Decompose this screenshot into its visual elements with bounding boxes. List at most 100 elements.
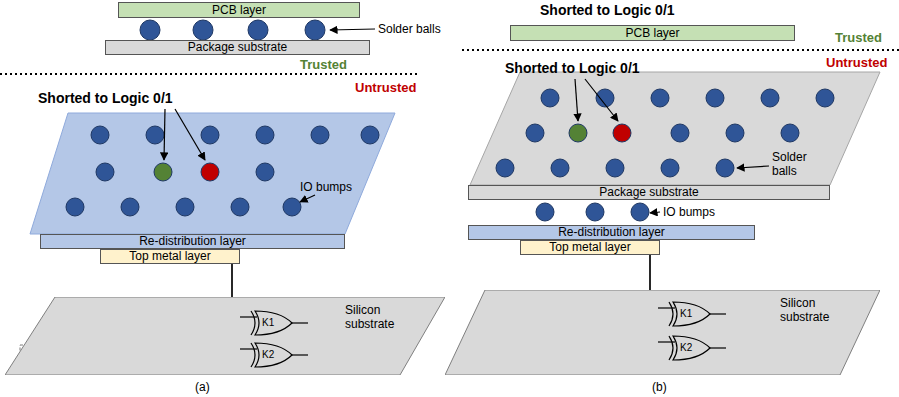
annotation: Trusted bbox=[835, 30, 882, 46]
solder-ball bbox=[361, 126, 379, 144]
substrate-shape bbox=[445, 290, 880, 375]
silicon-substrate: Silicon substrate K1K2 bbox=[445, 290, 880, 375]
layer-name: PCB layer bbox=[212, 4, 266, 17]
gate-output bbox=[292, 354, 308, 355]
gate-input bbox=[240, 316, 257, 317]
part-label: IO bumps bbox=[300, 180, 352, 194]
substrate-shape bbox=[5, 297, 445, 375]
annotation: Shorted to Logic 0/1 bbox=[505, 60, 640, 77]
solder-ball bbox=[248, 20, 268, 40]
solder-ball bbox=[726, 124, 744, 142]
solder-ball bbox=[154, 163, 172, 181]
io-bump-plane bbox=[30, 113, 395, 234]
gate-input bbox=[240, 348, 257, 349]
solder-ball bbox=[193, 20, 213, 40]
solder-ball bbox=[781, 124, 799, 142]
solder-ball bbox=[66, 198, 84, 216]
annotation: Shorted to Logic 0/1 bbox=[38, 90, 173, 107]
layer-name: Re-distribution layer bbox=[139, 235, 246, 248]
layer-name: Silicon substrate bbox=[780, 296, 838, 324]
solder-ball bbox=[231, 198, 249, 216]
annotation: Trusted bbox=[300, 57, 347, 73]
trust-boundary bbox=[462, 49, 899, 51]
part-label: (a) bbox=[195, 380, 210, 394]
part-label: Solder balls bbox=[378, 22, 441, 36]
leader-arrow bbox=[585, 79, 618, 121]
leader-arrow bbox=[175, 109, 205, 160]
leader-arrow bbox=[650, 212, 660, 213]
annotation: Untrusted bbox=[355, 80, 416, 96]
layer-box: Package substrate bbox=[105, 40, 370, 55]
solder-ball bbox=[176, 198, 194, 216]
solder-ball bbox=[283, 198, 301, 216]
solder-ball bbox=[201, 163, 219, 181]
layer-box: Package substrate bbox=[468, 185, 830, 200]
layer-box: PCB layer bbox=[510, 25, 795, 41]
layer-box: Re-distribution layer bbox=[468, 225, 755, 240]
layer-name: Package substrate bbox=[599, 186, 698, 199]
solder-ball bbox=[761, 89, 779, 107]
layer-name: Silicon substrate bbox=[345, 303, 403, 331]
gate-body bbox=[673, 336, 710, 360]
annotation: Untrusted bbox=[826, 55, 887, 71]
part-label: (b) bbox=[652, 380, 667, 394]
solder-ball bbox=[256, 126, 274, 144]
solder-ball bbox=[201, 126, 219, 144]
solder-ball bbox=[526, 124, 544, 142]
solder-ball bbox=[140, 20, 160, 40]
xor-gate: K2 bbox=[250, 343, 292, 367]
solder-ball bbox=[541, 89, 559, 107]
solder-ball bbox=[496, 159, 514, 177]
gate-output bbox=[292, 322, 308, 323]
leader-arrow bbox=[330, 29, 375, 30]
annotation: Shorted to Logic 0/1 bbox=[540, 2, 675, 19]
layer-name: PCB layer bbox=[625, 27, 679, 40]
leader-arrow bbox=[575, 79, 578, 121]
solder-ball bbox=[146, 126, 164, 144]
gate-body bbox=[673, 302, 710, 326]
key-gate-name: K2 bbox=[680, 342, 692, 354]
solder-ball bbox=[606, 159, 624, 177]
solder-ball bbox=[96, 163, 114, 181]
layer-name: Top metal layer bbox=[129, 250, 210, 263]
silicon-substrate: Silicon substrateK1K2 bbox=[5, 297, 445, 375]
solder-ball bbox=[816, 89, 834, 107]
layer-name: Re-distribution layer bbox=[558, 226, 665, 239]
key-gate-name: K1 bbox=[262, 317, 274, 329]
gate-body bbox=[255, 311, 292, 335]
gate-back-arc bbox=[669, 302, 673, 326]
solder-ball bbox=[631, 203, 649, 221]
solder-ball bbox=[91, 126, 109, 144]
gate-back-arc bbox=[669, 336, 673, 360]
trust-boundary bbox=[0, 73, 420, 75]
solder-ball bbox=[706, 89, 724, 107]
solder-ball bbox=[256, 163, 274, 181]
gate-back-arc bbox=[251, 311, 255, 335]
layer-name: Package substrate bbox=[188, 41, 287, 54]
part-label: IO bumps bbox=[663, 205, 715, 219]
key-gate-name: K2 bbox=[262, 349, 274, 361]
solder-ball bbox=[661, 159, 679, 177]
leader-arrow bbox=[737, 166, 769, 168]
layer-box: Re-distribution layer bbox=[40, 234, 345, 249]
leader-arrow bbox=[300, 195, 315, 202]
xor-gate: K1 bbox=[250, 311, 292, 335]
solder-ball bbox=[536, 203, 554, 221]
key-gate-name: K1 bbox=[680, 308, 692, 320]
solder-ball bbox=[613, 124, 631, 142]
solder-ball bbox=[716, 159, 734, 177]
layer-box: PCB layer bbox=[118, 2, 360, 18]
solder-ball bbox=[569, 124, 587, 142]
solder-ball bbox=[311, 126, 329, 144]
layer-box: Top metal layer bbox=[100, 249, 240, 264]
solder-ball-plane bbox=[470, 72, 880, 185]
solder-ball bbox=[671, 124, 689, 142]
gate-input bbox=[658, 307, 675, 308]
gate-output bbox=[710, 347, 726, 348]
layer-name: Top metal layer bbox=[549, 241, 630, 254]
gate-output bbox=[710, 313, 726, 314]
gate-body bbox=[255, 343, 292, 367]
solder-ball bbox=[586, 203, 604, 221]
